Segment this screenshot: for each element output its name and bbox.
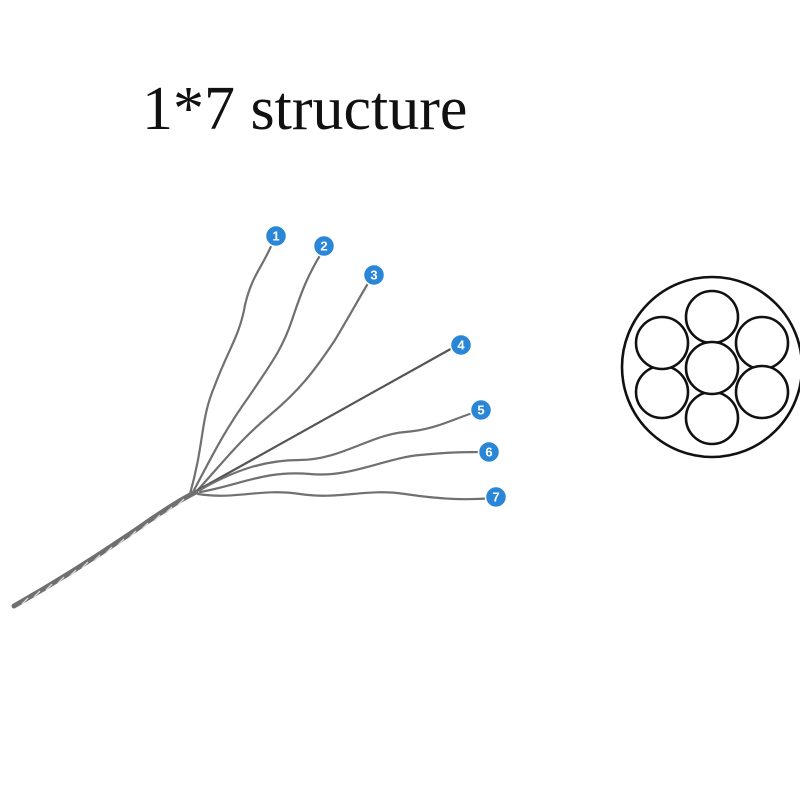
rope-body <box>11 489 199 609</box>
badge-4-circle <box>449 333 473 357</box>
badge-7-circle <box>484 485 508 509</box>
badge-5: 5 <box>469 398 493 422</box>
outer-wire-lower-right <box>734 364 790 420</box>
badge-3-label: 3 <box>370 268 377 283</box>
badge-5-label: 5 <box>477 403 484 418</box>
outer-wire-lower-left <box>634 364 690 420</box>
badge-2-circle <box>312 234 336 258</box>
diagram-title: 1*7 structure <box>142 75 468 143</box>
outer-wire-upper-left <box>634 315 690 371</box>
badge-6: 6 <box>477 440 501 464</box>
strand-7 <box>196 491 496 501</box>
cross-section <box>620 275 800 459</box>
strand-6 <box>198 450 486 494</box>
strands <box>188 242 496 501</box>
badge-1: 1 <box>264 224 288 248</box>
badge-7-label: 7 <box>492 490 499 505</box>
badge-1-circle <box>264 224 288 248</box>
strand-2 <box>190 250 324 496</box>
badge-3: 3 <box>362 263 386 287</box>
twisted-rope <box>11 489 199 609</box>
badge-2: 2 <box>312 234 336 258</box>
strand-4 <box>196 344 458 492</box>
badge-3-circle <box>362 263 386 287</box>
outer-wire-top <box>684 289 740 345</box>
center-wire <box>684 340 740 396</box>
badge-5-circle <box>469 398 493 422</box>
badge-4: 4 <box>449 333 473 357</box>
rope-twist-lines <box>21 498 185 605</box>
outer-wire-bottom <box>684 390 740 446</box>
badge-4-label: 4 <box>457 338 465 353</box>
badge-6-circle <box>477 440 501 464</box>
strand-badges: 1 2 3 4 5 6 7 <box>264 224 508 509</box>
strand-1 <box>188 242 274 496</box>
strand-5 <box>198 410 478 492</box>
outer-wire-upper-right <box>734 315 790 371</box>
strand-3 <box>194 278 372 494</box>
badge-2-label: 2 <box>320 239 327 254</box>
badge-1-label: 1 <box>272 229 279 244</box>
badge-6-label: 6 <box>485 445 492 460</box>
badge-7: 7 <box>484 485 508 509</box>
